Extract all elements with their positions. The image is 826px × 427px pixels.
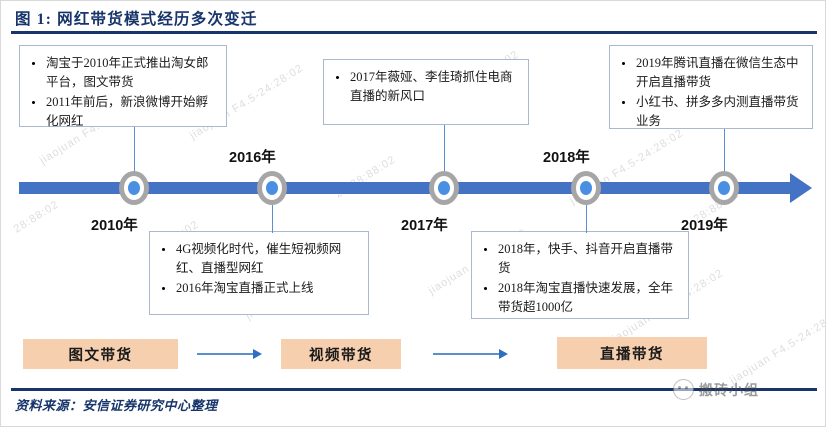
connector-2016: [272, 193, 273, 233]
info-box-2018: 2018年，快手、抖音开启直播带货 2018年淘宝直播快速发展，全年带货超100…: [471, 231, 689, 319]
timeline-node-2016[interactable]: [257, 171, 287, 205]
timeline-node-2018[interactable]: [571, 171, 601, 205]
info-box-2016: 4G视频化时代，催生短视频网红、直播型网红 2016年淘宝直播正式上线: [149, 231, 369, 315]
node-dot: [128, 181, 140, 195]
flow-arrow-2-line: [433, 353, 501, 355]
bullet-item: 淘宝于2010年正式推出淘女郎平台，图文带货: [24, 54, 220, 92]
connector-2017: [444, 125, 445, 173]
bullet-item: 2011年前后，新浪微博开始孵化网红: [24, 93, 220, 131]
flow-stage-livestream: 直播带货: [557, 337, 707, 369]
page-title: 图 1: 网红带货模式经历多次变迁: [15, 11, 258, 28]
bullet-list: 淘宝于2010年正式推出淘女郎平台，图文带货 2011年前后，新浪微博开始孵化网…: [24, 54, 220, 131]
year-label-2016: 2016年: [229, 150, 276, 166]
bullet-list: 4G视频化时代，催生短视频网红、直播型网红 2016年淘宝直播正式上线: [154, 240, 362, 298]
flow-stage-video: 视频带货: [281, 339, 401, 369]
header-divider: [11, 31, 817, 34]
node-dot: [266, 181, 278, 195]
flow-arrow-1-line: [197, 353, 255, 355]
brand-watermark-label: 搬砖小组: [699, 381, 759, 398]
watermark-tile: 28:88:02: [11, 198, 62, 236]
info-box-2017: 2017年薇娅、李佳琦抓住电商直播的新风口: [323, 59, 529, 125]
year-label-2017: 2017年: [401, 218, 448, 234]
timeline-arrow-head: [790, 173, 812, 203]
bullet-item: 2017年薇娅、李佳琦抓住电商直播的新风口: [328, 68, 522, 106]
brand-watermark: 搬砖小组: [673, 379, 759, 400]
connector-2010: [134, 127, 135, 173]
node-dot: [438, 181, 450, 195]
node-dot: [718, 181, 730, 195]
timeline-node-2019[interactable]: [709, 171, 739, 205]
bullet-list: 2017年薇娅、李佳琦抓住电商直播的新风口: [328, 68, 522, 106]
year-label-2019: 2019年: [681, 218, 728, 234]
info-box-2019: 2019年腾讯直播在微信生态中开启直播带货 小红书、拼多多内测直播带货业务: [609, 45, 813, 129]
footer-divider: [11, 388, 817, 391]
connector-2018: [586, 193, 587, 233]
flow-arrow-2-head: [499, 349, 508, 359]
bullet-item: 2016年淘宝直播正式上线: [154, 279, 362, 298]
node-dot: [580, 181, 592, 195]
bullet-list: 2018年，快手、抖音开启直播带货 2018年淘宝直播快速发展，全年带货超100…: [476, 240, 682, 317]
timeline-node-2017[interactable]: [429, 171, 459, 205]
bullet-item: 2019年腾讯直播在微信生态中开启直播带货: [614, 54, 806, 92]
source-note: 资料来源：安信证券研究中心整理: [15, 398, 218, 413]
flow-arrow-1-head: [253, 349, 262, 359]
watermark-tile: jiaojuan F4.5-24:28:02: [727, 307, 826, 387]
bullet-item: 2018年淘宝直播快速发展，全年带货超1000亿: [476, 279, 682, 317]
panda-logo-icon: [673, 379, 694, 400]
year-label-2018: 2018年: [543, 150, 590, 166]
flow-stage-graphic-text: 图文带货: [23, 339, 178, 369]
bullet-list: 2019年腾讯直播在微信生态中开启直播带货 小红书、拼多多内测直播带货业务: [614, 54, 806, 131]
bullet-item: 4G视频化时代，催生短视频网红、直播型网红: [154, 240, 362, 278]
bullet-item: 2018年，快手、抖音开启直播带货: [476, 240, 682, 278]
connector-2019: [724, 129, 725, 173]
info-box-2010: 淘宝于2010年正式推出淘女郎平台，图文带货 2011年前后，新浪微博开始孵化网…: [19, 45, 227, 128]
bullet-item: 小红书、拼多多内测直播带货业务: [614, 93, 806, 131]
timeline-node-2010[interactable]: [119, 171, 149, 205]
year-label-2010: 2010年: [91, 218, 138, 234]
